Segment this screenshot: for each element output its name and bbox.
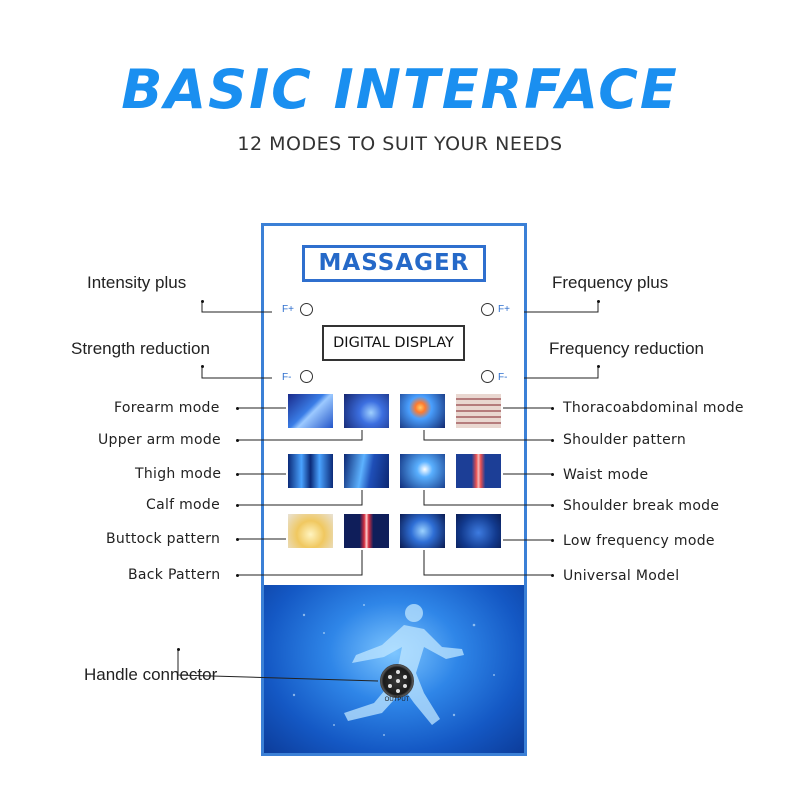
callout-dot <box>236 407 239 410</box>
callout-dot <box>597 300 600 303</box>
frequency-reduction-label: Frequency reduction <box>549 339 704 358</box>
thigh-mode-label: Thigh mode <box>135 466 222 482</box>
frequency-plus-label: Frequency plus <box>552 273 669 292</box>
shoulder-pattern-label: Shoulder pattern <box>563 432 687 448</box>
waist-mode-label: Waist mode <box>563 467 649 483</box>
mode-tile-back[interactable] <box>344 514 389 548</box>
callout-dot <box>551 574 554 577</box>
mode-tile-thoracoabdominal[interactable] <box>456 394 501 428</box>
callout-dot <box>236 504 239 507</box>
strength-reduction-label: Strength reduction <box>71 339 210 358</box>
callout-dot <box>236 473 239 476</box>
frequency-reduction-knob-label: F- <box>498 372 508 383</box>
mode-tile-calf[interactable] <box>344 454 389 488</box>
intensity-plus-knob-label: F+ <box>282 304 294 315</box>
frequency-plus-knob[interactable] <box>481 303 494 316</box>
callout-dot <box>201 300 204 303</box>
callout-dot <box>236 439 239 442</box>
intensity-plus-label: Intensity plus <box>87 273 187 292</box>
callout-dot <box>551 539 554 542</box>
callout-dot <box>201 365 204 368</box>
intensity-plus-knob[interactable] <box>300 303 313 316</box>
mode-tile-buttock[interactable] <box>288 514 333 548</box>
mode-tile-waist[interactable] <box>456 454 501 488</box>
buttock-pattern-label: Buttock pattern <box>106 531 221 547</box>
mode-tile-shoulder[interactable] <box>400 394 445 428</box>
page-title: BASIC INTERFACE <box>121 58 679 121</box>
callout-dot <box>236 538 239 541</box>
callout-dot <box>551 407 554 410</box>
callout-dot <box>551 504 554 507</box>
callout-dot <box>551 473 554 476</box>
low-frequency-mode-label: Low frequency mode <box>563 533 715 549</box>
handle-connector-port[interactable] <box>380 664 414 698</box>
mode-tile-upper-arm[interactable] <box>344 394 389 428</box>
output-label: OUTPUT <box>384 697 410 703</box>
frequency-plus-knob-label: F+ <box>498 304 510 315</box>
callout-dot <box>551 439 554 442</box>
page-subtitle: 12 MODES TO SUIT YOUR NEEDS <box>237 133 563 155</box>
upper-arm-mode-label: Upper arm mode <box>98 432 221 448</box>
mode-tile-shoulder-break[interactable] <box>400 454 445 488</box>
frequency-reduction-knob[interactable] <box>481 370 494 383</box>
back-pattern-label: Back Pattern <box>128 567 221 583</box>
thoracoabdominal-mode-label: Thoracoabdominal mode <box>563 400 744 416</box>
brand-label: MASSAGER <box>302 245 486 282</box>
callout-dot <box>236 574 239 577</box>
calf-mode-label: Calf mode <box>146 497 221 513</box>
mode-tile-forearm[interactable] <box>288 394 333 428</box>
universal-model-label: Universal Model <box>563 568 680 584</box>
callout-dot <box>597 365 600 368</box>
shoulder-break-mode-label: Shoulder break mode <box>563 498 720 514</box>
handle-connector-label: Handle connector <box>84 665 218 684</box>
callout-dot <box>177 648 180 651</box>
strength-reduction-knob-label: F- <box>282 372 292 383</box>
strength-reduction-knob[interactable] <box>300 370 313 383</box>
digital-display: DIGITAL DISPLAY <box>322 325 465 361</box>
forearm-mode-label: Forearm mode <box>114 400 220 416</box>
mode-tile-thigh[interactable] <box>288 454 333 488</box>
mode-tile-low-frequency[interactable] <box>456 514 501 548</box>
mode-tile-universal[interactable] <box>400 514 445 548</box>
